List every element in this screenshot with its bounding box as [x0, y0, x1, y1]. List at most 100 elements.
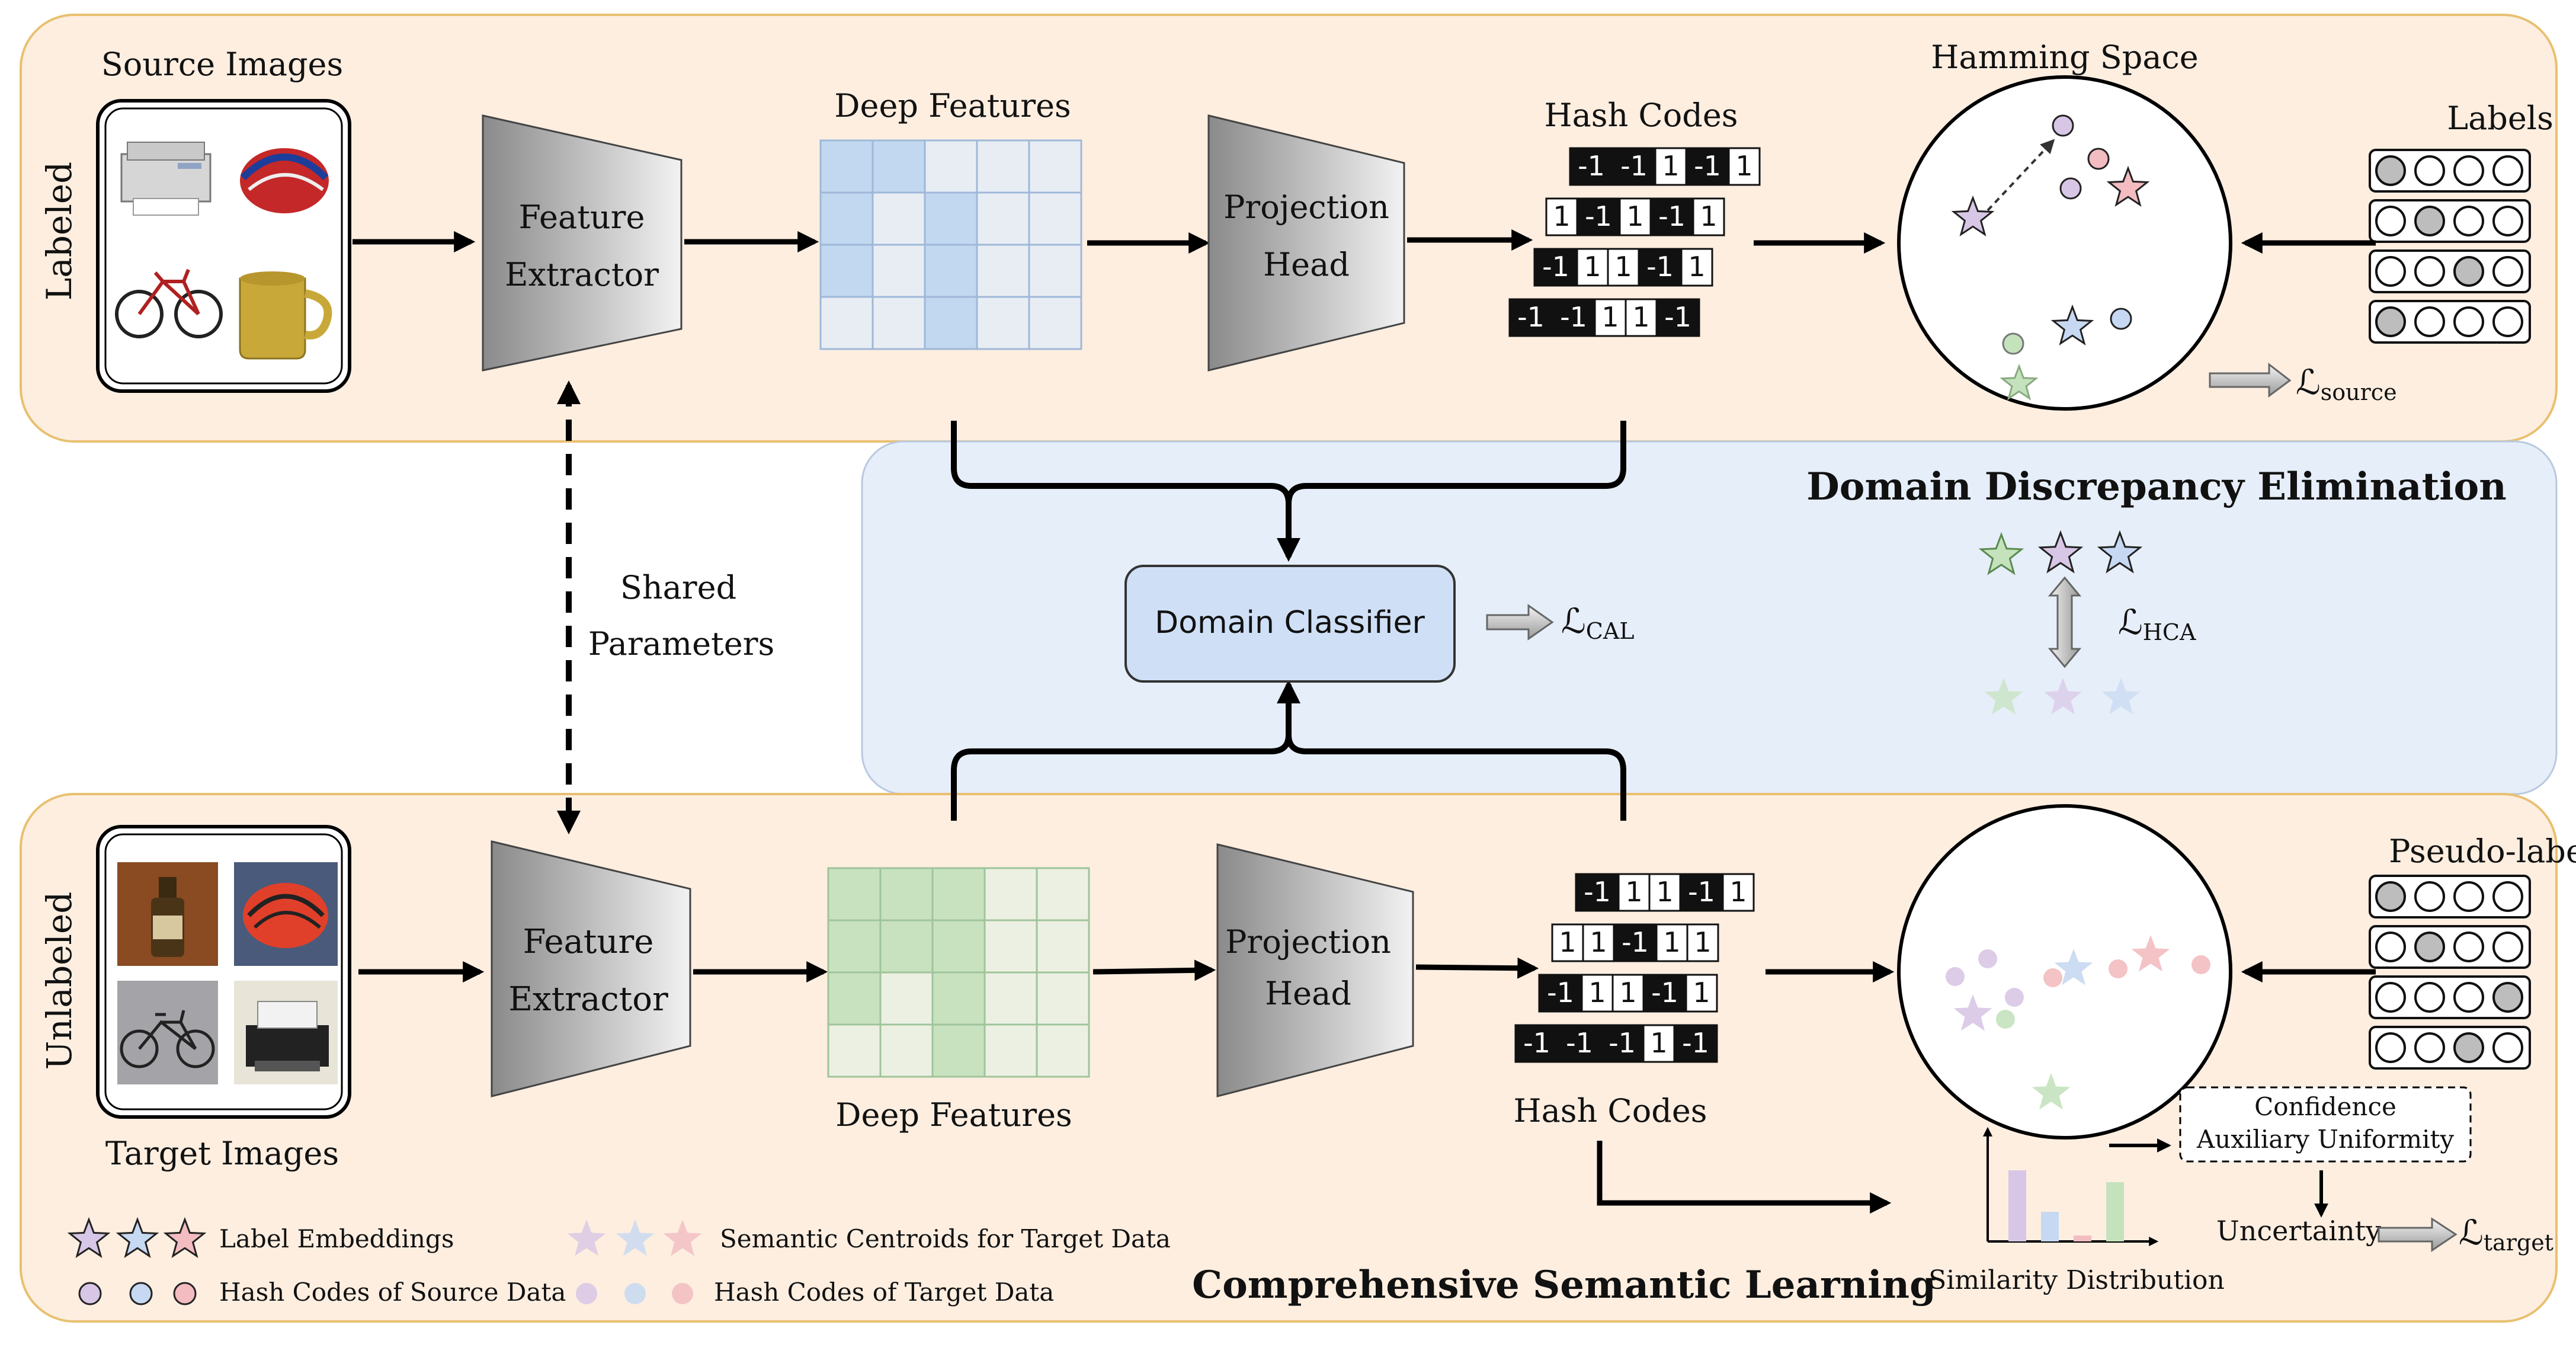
label-vector [2369, 1026, 2531, 1070]
source-features-label: Deep Features [834, 87, 1071, 124]
hash-bit-value: -1 [1622, 926, 1649, 958]
feature-cell [1036, 971, 1090, 1026]
feature-cell [924, 191, 978, 246]
hash-bit-value: -1 [1542, 251, 1569, 283]
label-slot [2453, 1032, 2484, 1063]
hash-bit [1692, 197, 1725, 236]
target-hamming-circle [1897, 804, 2232, 1140]
svg-text:Feature: Feature [519, 199, 645, 236]
hash-bit [1514, 1024, 1559, 1063]
hash-bit-value: 1 [1700, 200, 1717, 232]
label-slot [2375, 306, 2406, 337]
label-embedding-star [2000, 363, 2039, 401]
hash-bit [1581, 974, 1614, 1013]
svg-text:ℒsource: ℒsource [2296, 362, 2397, 405]
hash-bit-value: -1 [1688, 876, 1715, 908]
semantic-centroid-star [2131, 935, 2170, 972]
pseudo-label-vectors [2369, 875, 2531, 1070]
label-slot [2453, 155, 2484, 186]
shared-label: Shared [620, 569, 736, 606]
label-slot [2453, 932, 2484, 962]
domain-discrepancy-title: Domain Discrepancy Elimination [1806, 465, 2506, 509]
hash-bit [1728, 147, 1761, 186]
hash-bit [1569, 147, 1614, 186]
label-vector [2369, 975, 2531, 1019]
hca-arrow [2048, 576, 2082, 668]
svg-text:Head: Head [1265, 975, 1351, 1012]
semantic-centroid-star [2054, 949, 2093, 985]
hash-bit-value: -1 [1547, 977, 1574, 1009]
feature-cell [983, 867, 1038, 921]
target-loss: ℒtarget [2378, 1212, 2553, 1256]
feature-cell [924, 244, 978, 298]
source-images-label: Source Images [101, 46, 343, 83]
source-deep-features [819, 139, 1082, 350]
feature-cell [924, 296, 978, 350]
label-slot [2414, 306, 2445, 337]
hash-bit-value: 1 [1619, 977, 1636, 1009]
hca-centroid-star [2043, 678, 2082, 715]
mug-image [239, 271, 332, 360]
source-projection-head: Projection Head [1207, 114, 1405, 372]
label-vector [2369, 199, 2531, 243]
label-slot [2414, 881, 2445, 912]
pseudo-labels-title: Pseudo-labels [2389, 833, 2576, 870]
target-feature-extractor: Feature Extractor [491, 840, 691, 1097]
legend-semantic-centroids: Semantic Centroids for Target Data [720, 1224, 1171, 1253]
hash-bit [1654, 147, 1687, 186]
legend-star [567, 1220, 606, 1256]
feature-cell [924, 139, 978, 194]
bicycle-image [115, 268, 223, 338]
label-slot [2453, 881, 2484, 912]
target-projection-head: Projection Head [1216, 843, 1414, 1097]
feature-cell [976, 191, 1030, 246]
label-slot [2375, 932, 2406, 962]
label-slot [2414, 206, 2445, 236]
hash-bit [1551, 298, 1596, 337]
feature-cell [879, 919, 934, 974]
target-helmet-image [234, 862, 338, 966]
feature-cell [931, 1023, 986, 1078]
hash-bit-value: -1 [1620, 150, 1648, 182]
legend-target-codes: Hash Codes of Target Data [714, 1278, 1054, 1307]
label-vector [2369, 149, 2531, 193]
label-slot [2414, 982, 2445, 1013]
feature-cell [983, 919, 1038, 974]
label-slot [2375, 1032, 2406, 1063]
feature-cell [931, 919, 986, 974]
legend-star [616, 1220, 655, 1256]
source-loss: ℒsource [2209, 362, 2397, 405]
legend-star [163, 1217, 207, 1258]
label-slot [2492, 256, 2523, 287]
feature-cell [819, 296, 874, 350]
feature-cell [1028, 296, 1082, 350]
label-slot [2375, 881, 2406, 912]
feature-cell [1028, 244, 1082, 298]
legend-star [67, 1217, 111, 1258]
confidence-box: Confidence Auxiliary Uniformity [2179, 1086, 2472, 1163]
svg-text:Projection: Projection [1225, 923, 1391, 961]
bottle-image [117, 862, 218, 966]
hash-bit [1638, 248, 1683, 287]
comprehensive-semantic-title: Comprehensive Semantic Learning [1192, 1263, 1936, 1307]
hash-bit-value: -1 [1664, 301, 1691, 333]
labels-title: Labels [2447, 100, 2553, 137]
label-slot [2375, 206, 2406, 236]
svg-text:Projection: Projection [1223, 188, 1389, 226]
hash-bit [1648, 873, 1681, 912]
hash-bit [1685, 147, 1730, 186]
hash-bit [1533, 248, 1578, 287]
source-hamming-points [1987, 114, 2132, 355]
svg-text:Feature: Feature [523, 923, 654, 961]
labeled-side-label: Labeled [39, 162, 79, 301]
svg-text:Auxiliary Uniformity: Auxiliary Uniformity [2196, 1125, 2454, 1154]
feature-cell [819, 191, 874, 246]
similarity-distribution-label: Similarity Distribution [1928, 1265, 2225, 1295]
feature-cell [1036, 867, 1090, 921]
hca-star [2097, 530, 2143, 574]
feature-cell [819, 244, 874, 298]
feature-cell [819, 139, 874, 194]
feature-cell [983, 971, 1038, 1026]
hash-bit-value: 1 [1650, 1027, 1667, 1059]
